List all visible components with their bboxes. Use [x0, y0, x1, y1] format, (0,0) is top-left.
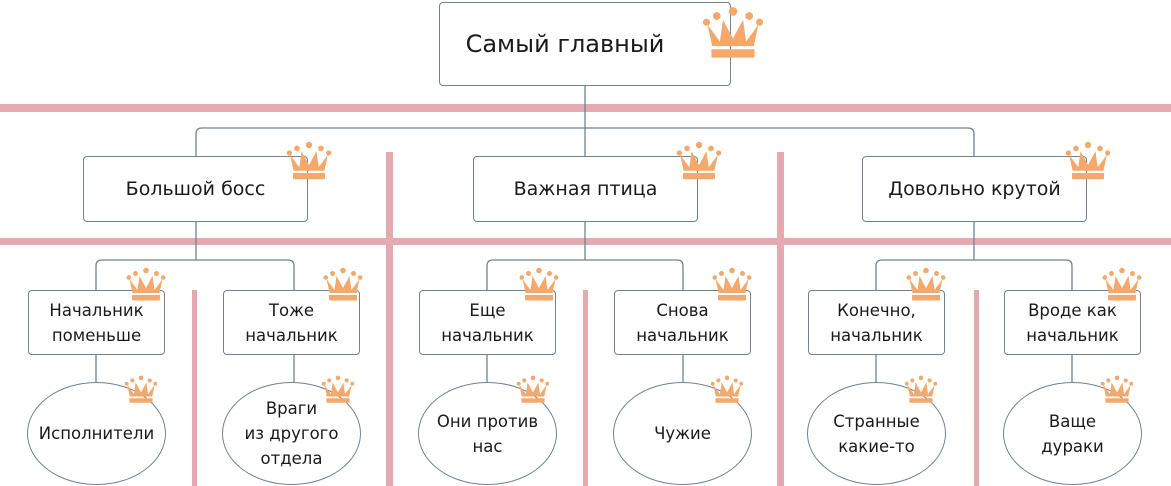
manager-node-1: Большой босс — [83, 156, 308, 222]
crown-icon — [676, 141, 722, 180]
manager-label-1: Большой босс — [125, 178, 266, 200]
crown-icon — [124, 375, 158, 403]
lead-label-3: Еще начальник — [441, 300, 534, 345]
connector-dept-1 — [95, 222, 295, 290]
connector-dept-3 — [875, 222, 1073, 290]
root-label: Самый главный — [465, 30, 665, 58]
team-label-2: Враги из другого отдела — [244, 399, 339, 468]
crown-icon — [1065, 141, 1111, 180]
crown-icon — [519, 267, 559, 301]
lead-node-1: Начальник поменьше — [28, 290, 165, 355]
divider-team-3 — [974, 290, 979, 486]
connectors — [95, 86, 1073, 382]
crown-icon — [321, 375, 355, 403]
divider-team-1 — [192, 290, 197, 486]
lead-label-1: Начальник поменьше — [49, 300, 144, 345]
manager-node-2: Важная птица — [473, 156, 698, 222]
lead-node-6: Вроде как начальник — [1004, 290, 1141, 355]
divider-dept-2 — [777, 152, 784, 486]
crown-icon — [286, 141, 332, 180]
lead-label-2: Тоже начальник — [245, 300, 338, 345]
crown-icon — [323, 267, 363, 301]
lead-node-2: Тоже начальник — [223, 290, 360, 355]
lead-label-5: Конечно, начальник — [830, 300, 923, 345]
divider-team-2 — [583, 290, 588, 486]
team-node-3: Они против нас — [418, 382, 557, 485]
crown-icon — [710, 375, 744, 403]
connector-teams — [95, 355, 1073, 382]
divider-dept-1 — [386, 152, 393, 486]
manager-node-3: Довольно крутой — [862, 156, 1087, 222]
crown-icon — [1100, 375, 1134, 403]
lead-node-3: Еще начальник — [419, 290, 556, 355]
crown-icon — [126, 267, 166, 301]
manager-label-2: Важная птица — [513, 178, 658, 200]
connector-managers — [195, 127, 975, 156]
crown-icon — [904, 375, 938, 403]
lead-node-5: Конечно, начальник — [808, 290, 945, 355]
team-label-3: Они против нас — [436, 411, 539, 456]
lead-node-4: Снова начальник — [614, 290, 751, 355]
manager-label-3: Довольно крутой — [888, 178, 1061, 200]
crown-icon — [906, 267, 946, 301]
lead-label-6: Вроде как начальник — [1026, 300, 1119, 345]
team-label-4: Чужие — [654, 424, 711, 443]
team-label-1: Исполнители — [38, 424, 155, 443]
crown-icon — [516, 375, 550, 403]
team-label-5: Странные какие-то — [833, 411, 920, 456]
connector-dept-2 — [486, 222, 684, 290]
team-label-6: Ваще дураки — [1041, 411, 1104, 456]
lead-label-4: Снова начальник — [636, 300, 729, 345]
crown-icon — [712, 267, 752, 301]
crown-icon — [702, 7, 764, 58]
root-node: Самый главный — [439, 2, 731, 86]
crown-icon — [1102, 267, 1142, 301]
